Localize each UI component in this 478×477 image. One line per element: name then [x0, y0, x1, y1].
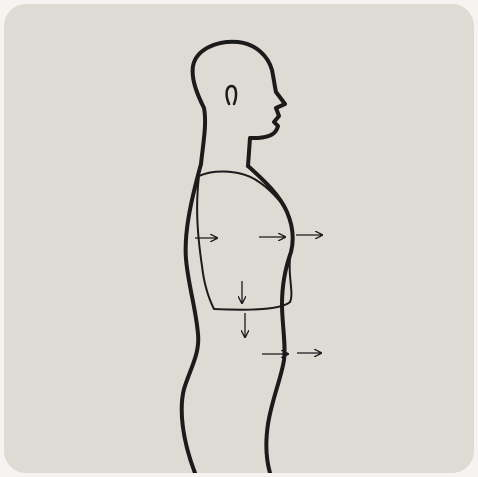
posture-illustration: [4, 4, 474, 473]
arrow-group: [195, 235, 322, 354]
ear-icon: [227, 86, 236, 104]
illustration-card: [4, 4, 474, 473]
head-outline: [193, 42, 285, 166]
vest-garment: [197, 171, 292, 309]
